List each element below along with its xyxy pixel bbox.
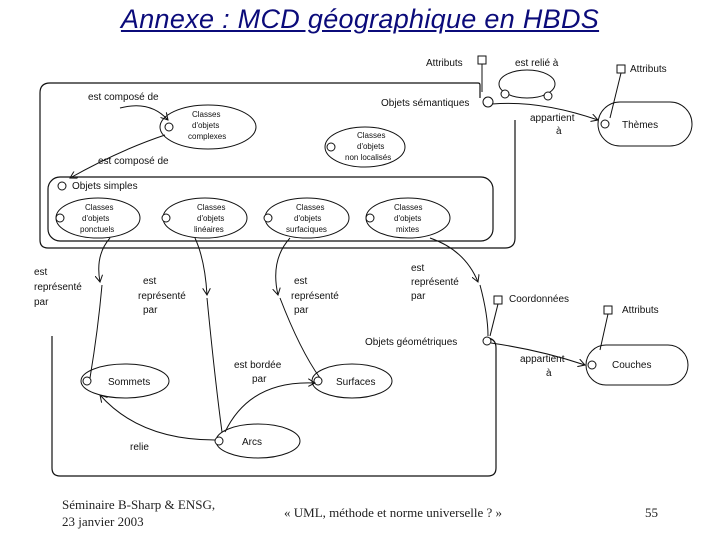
sommets-class (80, 363, 170, 399)
attributs-top-label: Attributs (426, 58, 463, 69)
complex-objects-class (159, 104, 257, 150)
semantic-objects-frame (39, 82, 516, 249)
represente-4a: est (411, 263, 425, 274)
class-lineaires-line1: Classes (197, 203, 225, 212)
appartient-2b-label: à (546, 368, 552, 379)
page-number: 55 (645, 505, 658, 520)
attributs-top-square (477, 55, 487, 65)
class-ponctuels-line1: Classes (85, 203, 113, 212)
represente-3c: par (294, 305, 309, 316)
est-compose-de-top-label: est composé de (88, 92, 159, 103)
class-surfaciques-line2: d'objets (294, 214, 321, 223)
simple-objects-frame (47, 176, 494, 242)
est-compose-de-bottom-label: est composé de (98, 156, 169, 167)
class-ponctuels-line3: ponctuels (80, 225, 114, 234)
attributs-right-square (616, 64, 626, 74)
est-relie-a-label: est relié à (515, 58, 559, 69)
class-surfaciques-line3: surfaciques (286, 225, 327, 234)
class-surfaciques-line1: Classes (296, 203, 324, 212)
couches-label: Couches (612, 360, 651, 371)
est-relie-a-loop (498, 69, 556, 99)
coordonnees-label: Coordonnées (509, 294, 569, 305)
footer-left-line2: 23 janvier 2003 (62, 514, 144, 529)
relie-label: relie (130, 442, 149, 453)
class-mixtes-line3: mixtes (396, 225, 419, 234)
est-bordee-par-a: est bordée (234, 360, 282, 371)
appartient-2-label: appartient (520, 354, 565, 365)
represente-2a: est (143, 276, 157, 287)
objets-simples-node (57, 181, 67, 191)
class-non-localises-line1: Classes (357, 131, 385, 140)
class-complexes-line3: complexes (188, 132, 226, 141)
class-lineaires-line3: linéaires (194, 225, 224, 234)
geometric-objects-frame (51, 336, 497, 477)
class-ponctuels-line2: d'objets (82, 214, 109, 223)
represente-1c: par (34, 297, 49, 308)
class-complexes-line2: d'objets (192, 121, 219, 130)
class-non-localises-line3: non localisés (345, 153, 391, 162)
couches-class (585, 344, 689, 386)
themes-class (597, 101, 693, 147)
slide-title: Annexe : MCD géographique en HBDS (120, 4, 600, 34)
objets-geometriques-node (482, 336, 492, 346)
objets-simples-label: Objets simples (72, 181, 138, 192)
non-localised-class (324, 126, 406, 168)
represente-1a: est (34, 267, 48, 278)
class-complexes-line1: Classes (192, 110, 220, 119)
represente-4c: par (411, 291, 426, 302)
objets-geometriques-label: Objets géométriques (365, 337, 457, 348)
appartient-1b-label: à (556, 126, 562, 137)
appartient-1-label: appartient (530, 113, 575, 124)
footer-center: « UML, méthode et norme universelle ? » (284, 505, 503, 520)
represente-3b: représenté (291, 291, 339, 302)
class-mixtes-line1: Classes (394, 203, 422, 212)
represente-1b: représenté (34, 282, 82, 293)
class-non-localises-line2: d'objets (357, 142, 384, 151)
represente-4b: représenté (411, 277, 459, 288)
represente-2c: par (143, 305, 158, 316)
themes-label: Thèmes (622, 120, 658, 131)
objets-semantiques-node (482, 96, 494, 108)
footer-left: Séminaire B-Sharp & ENSG, 23 janvier 200… (62, 496, 215, 530)
objets-semantiques-label: Objets sémantiques (381, 98, 469, 109)
sommets-label: Sommets (108, 377, 150, 388)
represente-3a: est (294, 276, 308, 287)
attributs-geo-label: Attributs (622, 305, 659, 316)
footer-left-line1: Séminaire B-Sharp & ENSG, (62, 497, 216, 512)
class-lineaires-line2: d'objets (197, 214, 224, 223)
est-bordee-par-b: par (252, 374, 267, 385)
coordonnees-square (493, 295, 503, 305)
represente-2b: représenté (138, 291, 186, 302)
attributs-geo-square (603, 305, 613, 315)
attributs-right-label: Attributs (630, 64, 667, 75)
class-mixtes-line2: d'objets (394, 214, 421, 223)
surfaces-label: Surfaces (336, 377, 375, 388)
arcs-label: Arcs (242, 437, 262, 448)
